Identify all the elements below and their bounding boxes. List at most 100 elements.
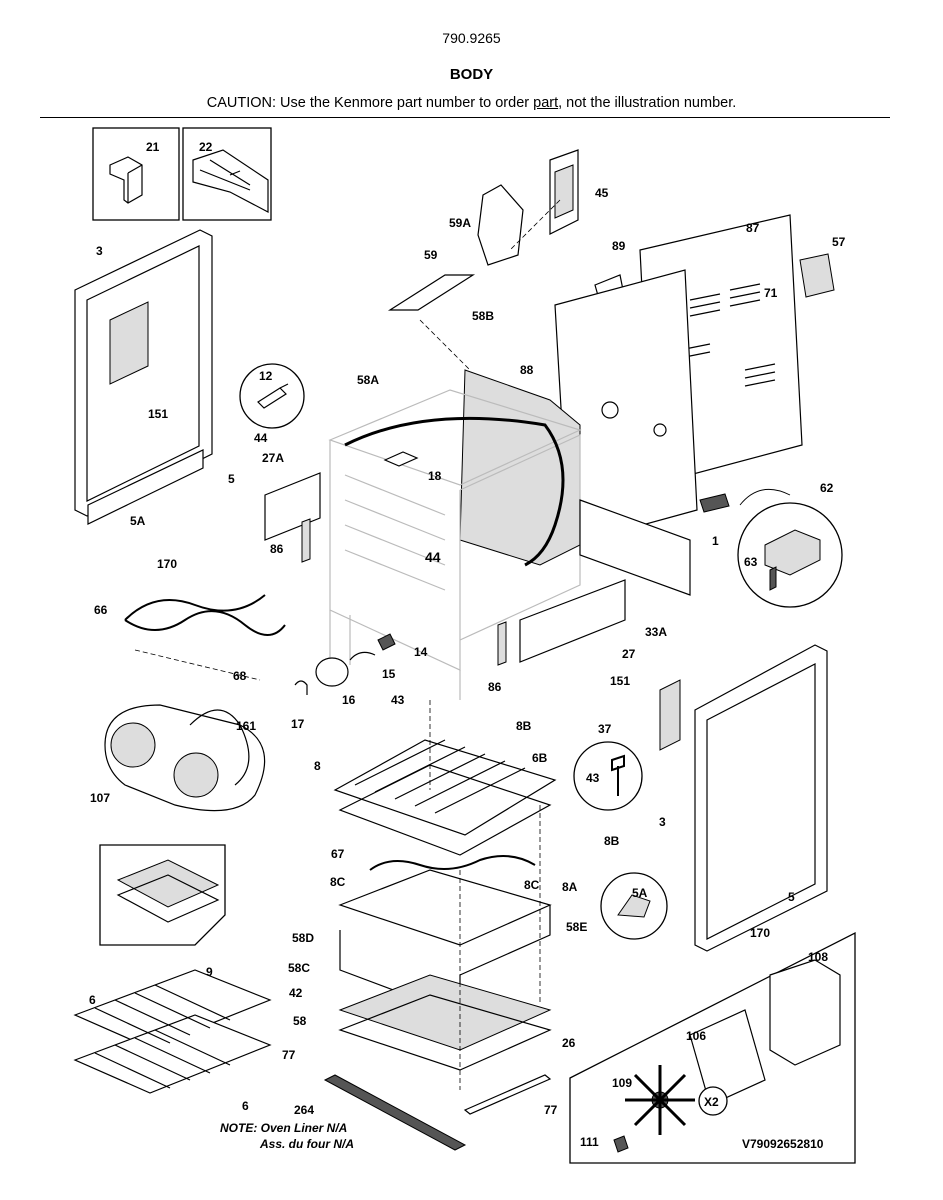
left-door-panel: [74, 229, 213, 517]
callout-67: 67: [331, 847, 345, 861]
callout-68: 68: [233, 669, 247, 683]
section-title: BODY: [449, 66, 494, 83]
callout-8: 8: [314, 759, 321, 773]
callout-37: 37: [598, 722, 612, 736]
part-27a-rail: [264, 472, 321, 541]
callout-8c-a: 8C: [330, 875, 346, 889]
callout-9: 9: [206, 965, 213, 979]
inset-box-9: [99, 844, 226, 946]
part-58-bottom-pan: [338, 994, 552, 1071]
callout-6-b: 6: [242, 1099, 249, 1113]
note-line-1: NOTE: Oven Liner N/A: [220, 1121, 347, 1135]
part-264-kick-plate: [323, 1074, 467, 1151]
part-111-nut: [613, 1135, 629, 1153]
callout-45: 45: [595, 186, 609, 200]
part-59-trim: [387, 274, 476, 311]
part-151-left-hinge-bracket: [109, 301, 149, 385]
part-link[interactable]: part: [533, 95, 559, 111]
callout-106: 106: [686, 1029, 706, 1043]
part-22-detail: [199, 159, 251, 191]
part-17-clip: [294, 680, 308, 695]
callout-5a-right: 5A: [632, 886, 648, 900]
oven-cavity-front: [329, 440, 461, 671]
right-door-window: [706, 663, 816, 940]
part-59a-vent-tube: [477, 184, 524, 266]
callout-58b: 58B: [472, 309, 494, 323]
drawing-code: V79092652810: [742, 1137, 824, 1151]
part-45-inner: [554, 164, 574, 219]
oven-rack-wires: [94, 984, 231, 1089]
callout-57: 57: [832, 235, 846, 249]
callout-44-a: 44: [254, 431, 268, 445]
oven-cavity-top: [328, 389, 582, 486]
oven-legs: [329, 610, 461, 700]
part-86-right-strip: [497, 621, 507, 666]
callout-6-a: 6: [89, 993, 96, 1007]
part-67-broil-element: [369, 855, 536, 871]
callout-42: 42: [289, 986, 303, 1000]
model-number: 790.9265: [442, 30, 501, 46]
callout-5a-left: 5A: [130, 514, 146, 528]
callout-87: 87: [746, 221, 760, 235]
callout-170-left: 170: [157, 557, 177, 571]
callout-22: 22: [199, 140, 213, 154]
callout-62: 62: [820, 481, 834, 495]
oven-gasket: [344, 416, 565, 567]
left-door-bottom-rail: [87, 449, 204, 525]
callout-63: 63: [744, 555, 758, 569]
detail-circle-43: [573, 741, 643, 811]
callout-8c-b: 8C: [524, 878, 540, 892]
callout-151-right: 151: [610, 674, 630, 688]
left-door-window: [86, 245, 200, 502]
caution-text: CAUTION: Use the Kenmore part number to …: [0, 95, 943, 111]
terminal-block: [699, 493, 730, 513]
callout-15: 15: [382, 667, 396, 681]
part-63-screw: [769, 566, 777, 591]
part-77-slide: [463, 1074, 552, 1115]
part-8-drip-tray: [338, 764, 552, 856]
dashed-assembly-lines: [419, 199, 561, 1090]
part-109-fan-blade: [625, 1065, 695, 1135]
callout-58d: 58D: [292, 931, 314, 945]
callout-264: 264: [294, 1103, 314, 1117]
callout-170-right: 170: [750, 926, 770, 940]
part-86-left-strip: [301, 518, 311, 563]
part-5a-hinge: [617, 894, 651, 918]
callout-3-left: 3: [96, 244, 103, 258]
fan-cover-grille-left: [110, 722, 156, 768]
callout-59: 59: [424, 248, 438, 262]
part-106-plate: [689, 1009, 766, 1106]
callout-27: 27: [622, 647, 636, 661]
callout-107: 107: [90, 791, 110, 805]
callout-12: 12: [259, 369, 273, 383]
callout-58: 58: [293, 1014, 307, 1028]
part-14-socket: [377, 633, 396, 651]
broiler-pan: [116, 874, 220, 923]
callout-5-right: 5: [788, 890, 795, 904]
part-18-clip: [383, 451, 419, 467]
right-door-panel: [694, 644, 828, 952]
callout-18: 18: [428, 469, 442, 483]
part-21-edge: [127, 164, 143, 203]
broiler-pan-grid: [116, 859, 220, 908]
oven-rack-guides: [344, 474, 446, 591]
inset-box-21: [92, 127, 180, 221]
callout-151-left: 151: [148, 407, 168, 421]
callout-109: 109: [612, 1076, 632, 1090]
fan-cover-grille-right: [173, 752, 219, 798]
callout-77-a: 77: [282, 1048, 296, 1062]
part-8a-pan: [338, 869, 552, 946]
part-108-motor: [769, 959, 841, 1066]
callout-27a: 27A: [262, 451, 284, 465]
detail-circle-12: [239, 363, 305, 429]
callout-43-a: 43: [391, 693, 405, 707]
part-21-bracket: [109, 156, 143, 204]
callout-59a: 59A: [449, 216, 471, 230]
note-line-2: Ass. du four N/A: [259, 1137, 354, 1151]
header-divider: [40, 117, 890, 118]
part-68-wire: [134, 649, 261, 681]
callout-17: 17: [291, 717, 305, 731]
inset-box-22: [182, 127, 272, 221]
rotation-arrow: [739, 488, 791, 506]
